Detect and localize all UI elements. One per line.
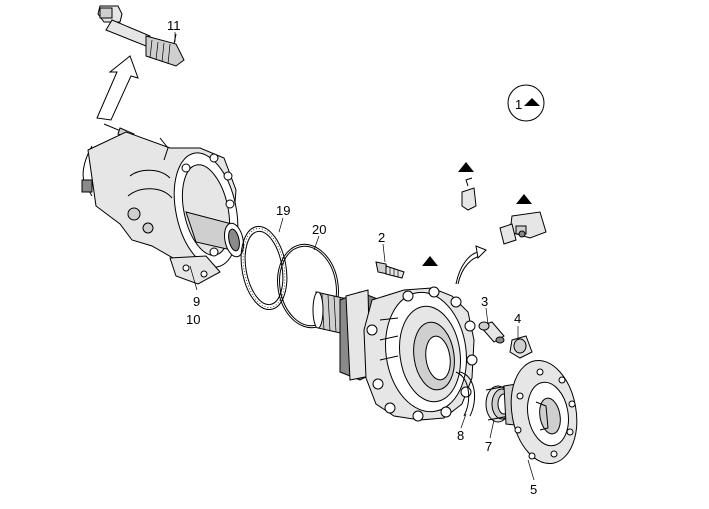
callout-circle-1 [507, 84, 545, 122]
leader-lines [174, 32, 535, 481]
callout-5: 5 [530, 482, 537, 497]
warning-triangle-icon [458, 162, 474, 172]
retaining-ring-part-8 [455, 371, 476, 417]
callout-3: 3 [481, 294, 488, 309]
warning-triangle-icon [422, 256, 438, 266]
callout-20: 20 [312, 222, 326, 237]
sensor-clip-left [458, 162, 477, 211]
warning-triangle-icon [516, 194, 532, 204]
wheel-hub [312, 286, 478, 422]
hub-housing-assembly [81, 123, 244, 285]
curved-arrow-icon [455, 245, 487, 285]
bolt-part-2 [375, 261, 405, 279]
sensor-connector-part-11 [97, 5, 185, 67]
seal-ring-part-19 [240, 225, 288, 311]
callout-11: 11 [167, 18, 181, 33]
drive-flange-part-5 [503, 359, 578, 465]
warning-triangle-icon [524, 98, 540, 106]
callout-2: 2 [378, 230, 385, 245]
callout-10: 10 [186, 312, 200, 327]
sensor-clip-right [499, 194, 547, 245]
stud-part-3 [478, 321, 505, 344]
callout-4: 4 [514, 311, 521, 326]
callout-7: 7 [485, 439, 492, 454]
callout-19: 19 [276, 203, 290, 218]
callout-1: 1 [515, 97, 522, 112]
nut-part-4 [509, 335, 533, 359]
callout-8: 8 [457, 428, 464, 443]
exploded-view-arrow-icon [96, 55, 139, 121]
callout-9: 9 [193, 294, 200, 309]
